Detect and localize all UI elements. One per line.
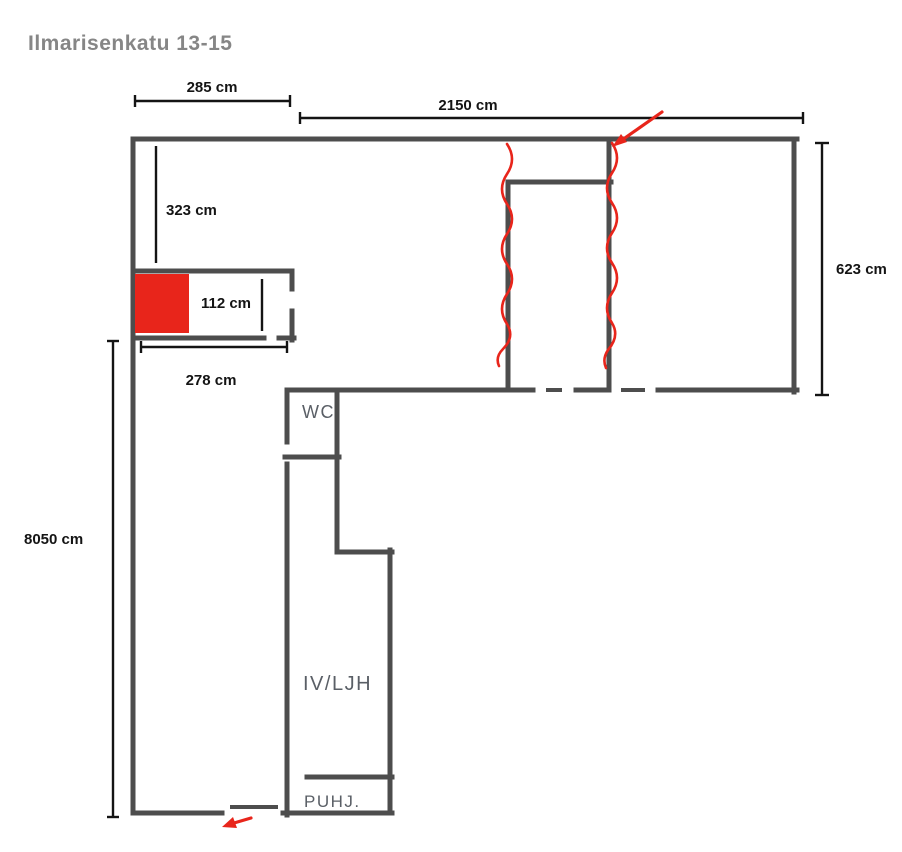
wavy-wall-mark-right-icon [603,141,619,370]
arrow-top-wall-icon [612,110,664,147]
dimension-label-285: 285 cm [187,79,238,96]
arrow-bottom-entrance-icon [222,816,253,828]
room-label-iv-ljh: IV/LJH [303,673,372,695]
arrow-top-head [612,134,627,147]
dimension-left-room-width: 278 cm [139,341,289,389]
red-annotations [135,110,664,828]
arrow-top-tail [620,110,664,142]
page-title: Ilmarisenkatu 13-15 [28,32,232,55]
dimension-top-total-width: 2150 cm [298,97,805,124]
arrow-bottom-tail [232,816,253,825]
room-labels: WC IV/LJH PUHJ. [302,402,372,811]
dimension-closet-width: 112 cm [201,279,264,331]
dimension-label-278: 278 cm [186,372,237,389]
dimension-left-side-height: 8050 cm [24,339,119,819]
room-label-puhj: PUHJ. [304,792,361,811]
dimension-label-623: 623 cm [836,261,887,278]
dimension-upper-left-height: 323 cm [154,146,217,263]
room-label-wc: WC [302,402,335,422]
wavy-wall-mark-left-icon [496,142,514,368]
arrow-bottom-head [222,817,237,828]
dimension-right-side-height: 623 cm [815,141,887,397]
dimension-top-left-width: 285 cm [133,79,292,107]
closet-marker-square [135,274,189,333]
dimension-label-8050: 8050 cm [24,531,83,548]
dimension-label-323: 323 cm [166,202,217,219]
dimension-label-112: 112 cm [201,295,251,312]
walls [130,136,800,818]
dimension-label-2150: 2150 cm [438,97,497,114]
